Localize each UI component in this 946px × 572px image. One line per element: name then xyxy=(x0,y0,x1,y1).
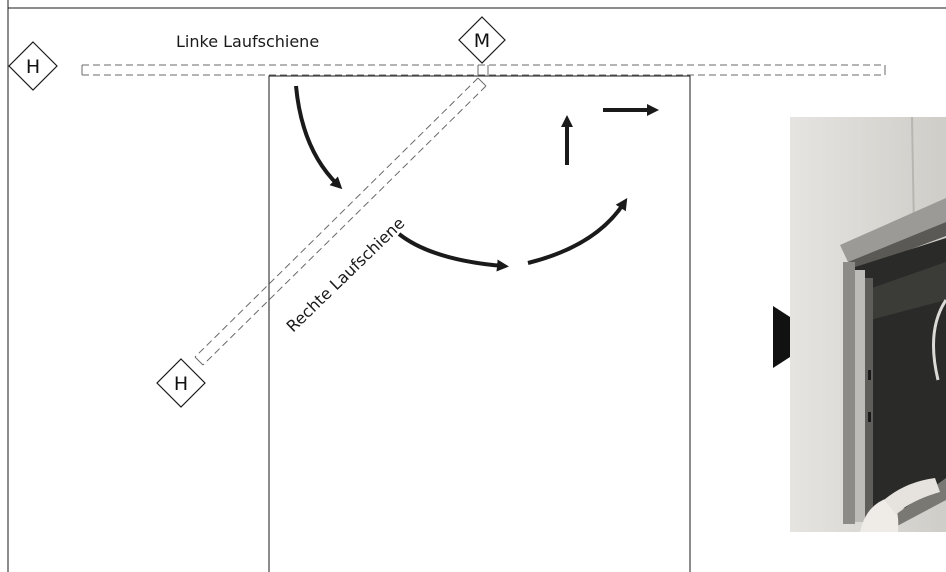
right-rail-label: Rechte Laufschiene xyxy=(283,214,409,336)
movement-arrows xyxy=(294,85,659,272)
right-rail-ends xyxy=(194,77,487,366)
marker-left-label: H xyxy=(26,56,40,78)
left-rail xyxy=(82,64,885,76)
right-rail xyxy=(194,77,487,366)
arrow-up-curve xyxy=(527,197,628,265)
door-panel xyxy=(268,75,691,572)
marker-bottom: H xyxy=(156,358,206,408)
arrow-down-curve xyxy=(294,85,343,190)
installation-photo xyxy=(790,116,946,532)
arrow-bottom-curve xyxy=(397,232,509,272)
marker-middle-label: M xyxy=(474,30,490,52)
marker-left: H xyxy=(8,41,58,91)
left-rail-ends xyxy=(81,65,886,75)
marker-middle: M xyxy=(458,16,506,64)
left-rail-label: Linke Laufschiene xyxy=(176,32,319,51)
frame-lines xyxy=(7,0,946,572)
marker-bottom-label: H xyxy=(174,373,188,395)
